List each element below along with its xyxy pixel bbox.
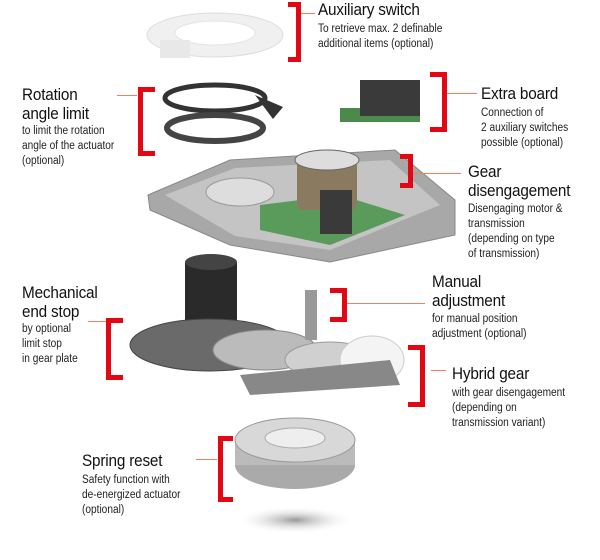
label-desc: angle of the actuator [22,140,115,152]
rotation-limit-part [162,82,283,144]
label-desc: (optional) [82,504,125,516]
label-title: end stop [22,302,80,321]
label-desc: in gear plate [22,353,78,365]
bracket [218,436,233,502]
label-desc: Connection of [481,107,544,119]
label-desc: Disengaging motor & [468,203,563,215]
label-title: angle limit [22,104,89,123]
label-desc: (depending on [452,402,517,414]
auxiliary-switch-label: Auxiliary switch To retrieve max. 2 defi… [318,0,459,52]
rotation-angle-limit-label: Rotation angle limit to limit the rotati… [22,85,127,169]
label-desc: for manual position [432,313,518,325]
label-desc: To retrieve max. 2 definable [318,23,443,35]
label-desc: transmission [468,218,525,230]
manual-adjustment-label: Manual adjustment for manual position ad… [432,272,539,342]
hybrid-gear-label: Hybrid gear with gear disengagement (dep… [452,364,581,431]
label-title: Hybrid gear [452,364,530,383]
label-desc: to limit the rotation [22,125,105,137]
leader-line [117,95,137,96]
leader-line [88,321,106,322]
mechanical-end-stop-label: Mechanical end stop by optional limit st… [22,283,106,367]
leader-line [431,370,446,371]
leader-line [413,173,461,174]
label-desc: 2 auxiliary switches [481,122,569,134]
bracket [138,87,155,156]
leader-line [196,459,217,460]
label-desc: Safety function with [82,474,170,486]
leader-line [347,303,425,304]
label-title: Rotation [22,85,78,104]
bracket [330,288,347,322]
label-desc: by optional [22,323,71,335]
label-title: Spring reset [82,451,163,470]
label-desc: limit stop [22,338,62,350]
auxiliary-switch-part [146,12,284,58]
label-desc: possible (optional) [481,137,564,149]
label-desc: (depending on type [468,233,555,245]
bracket [408,345,425,407]
label-title: disengagement [468,181,571,200]
housing-part [147,149,456,263]
spring-reset-label: Spring reset Safety function with de-ene… [82,451,194,518]
label-title: Gear [468,162,502,181]
label-title: Manual [432,272,482,291]
label-title: adjustment [432,291,506,310]
bracket [106,318,123,380]
extra-board-part [340,80,420,122]
label-desc: de-energized actuator [82,489,181,501]
label-title: Auxiliary switch [318,0,420,19]
gear-disengagement-label: Gear disengagement Disengaging motor & t… [468,162,582,262]
extra-board-label: Extra board Connection of 2 auxiliary sw… [481,84,580,151]
label-desc: adjustment (optional) [432,328,527,340]
label-title: Mechanical [22,283,98,302]
label-desc: with gear disengagement [452,387,566,399]
bracket [430,72,447,132]
bracket [400,154,413,188]
label-desc: additional items (optional) [318,38,434,50]
leader-line [447,93,477,94]
label-desc: (optional) [22,155,65,167]
label-desc: of transmission) [468,248,540,260]
spring-reset-part [234,417,356,534]
bracket [288,2,301,62]
label-desc: transmission variant) [452,417,546,429]
gear-plate-part [129,254,405,395]
label-title: Extra board [481,84,559,103]
leader-line [301,13,315,14]
